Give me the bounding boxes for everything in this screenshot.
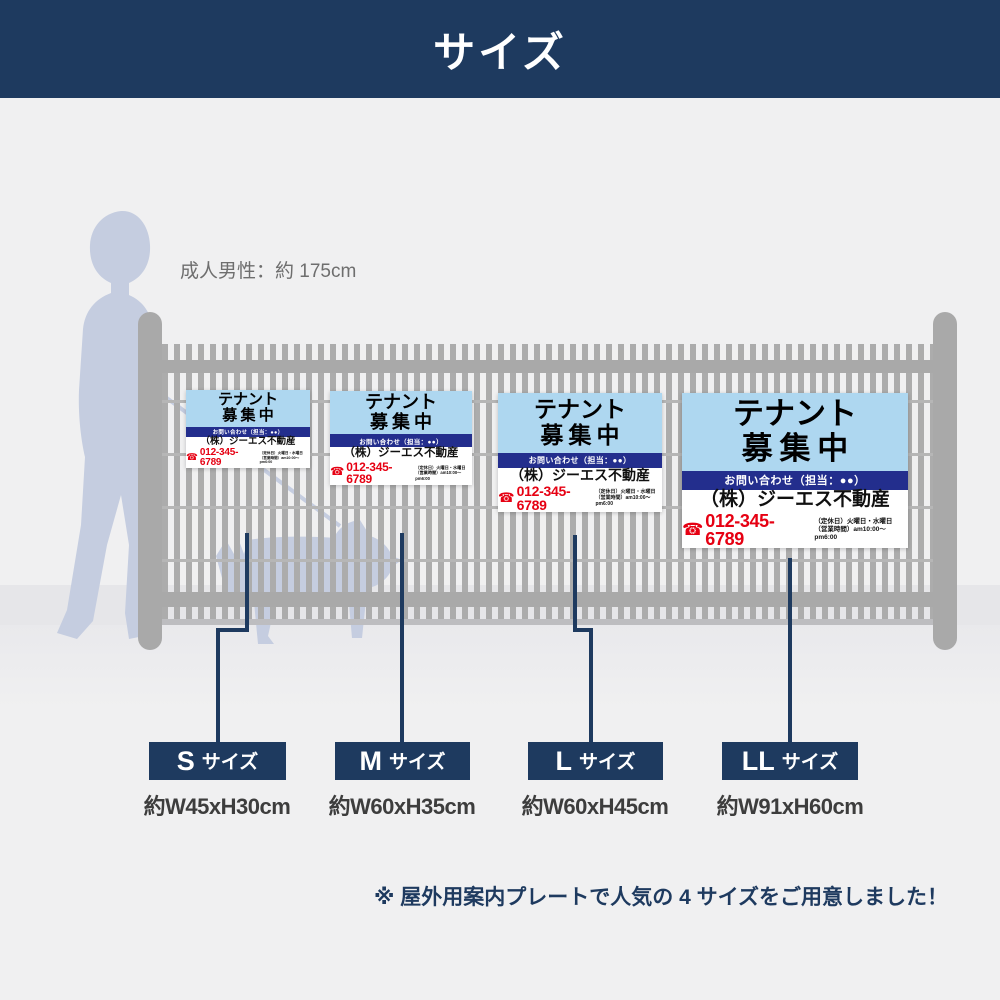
- sign-hours-note: （営業時間）am10:00～pm6:00: [415, 470, 462, 481]
- sign-phone-number: 012-345-6789: [199, 447, 239, 468]
- sign-company: （株）ジーエス不動産: [510, 466, 650, 483]
- size-letter: S: [176, 745, 195, 776]
- ground-shadow: [0, 625, 1000, 710]
- sign-hours-note: （営業時間）am10:00～pm6:00: [814, 525, 886, 542]
- phone-icon: ☎: [186, 452, 198, 464]
- sign-hours-note: （営業時間）am10:00～pm6:00: [595, 494, 651, 508]
- size-letter: LL: [741, 745, 775, 776]
- sign-info-area: （株）ジーエス不動産 ☎ 012-345-6789 （定休日）火曜日・水曜日 （…: [330, 447, 472, 485]
- sign-phone-notes: （定休日）火曜日・水曜日 （営業時間）am10:00～pm6:00: [415, 465, 472, 481]
- header-bar: サイズ: [0, 0, 1000, 98]
- dimension-ll: 約W91xH60cm: [716, 794, 864, 819]
- dimension-l: 約W60xH45cm: [521, 794, 669, 819]
- sign-company: （株）ジーエス不動産: [343, 447, 459, 460]
- sign-plate-l: テナント 募集中 お問い合わせ（担当：●●） （株）ジーエス不動産 ☎ 012-…: [498, 393, 662, 512]
- sign-title: 募集中: [540, 422, 625, 449]
- sign-info-area: （株）ジーエス不動産 ☎ 012-345-6789 （定休日）火曜日・水曜日 （…: [682, 489, 908, 548]
- sign-phone-row: ☎ 012-345-6789 （定休日）火曜日・水曜日 （営業時間）am10:0…: [186, 448, 310, 468]
- sign-plate-s: テナント 募集中 お問い合わせ（担当：●●） （株）ジーエス不動産 ☎ 012-…: [186, 390, 310, 468]
- sign-contact-strip: お問い合わせ（担当：●●）: [498, 453, 662, 468]
- sign-hours-note: （営業時間）am10:00～pm6:00: [259, 455, 300, 465]
- size-label-s: S サイズ: [149, 742, 286, 780]
- fence-wire: [150, 559, 945, 562]
- sign-info-area: （株）ジーエス不動産 ☎ 012-345-6789 （定休日）火曜日・水曜日 （…: [498, 466, 662, 512]
- size-unit: サイズ: [579, 751, 636, 773]
- fence-post-right: [933, 312, 957, 650]
- size-label-l: L サイズ: [528, 742, 663, 780]
- sign-plate-ll: テナント 募集中 お問い合わせ（担当：●●） （株）ジーエス不動産 ☎ 012-…: [682, 393, 908, 548]
- fence-top-rail: [150, 360, 945, 373]
- size-unit: サイズ: [781, 751, 839, 773]
- sign-info-area: （株）ジーエス不動産 ☎ 012-345-6789 （定休日）火曜日・水曜日 （…: [186, 435, 310, 468]
- size-unit: サイズ: [389, 751, 446, 773]
- sign-phone-number: 012-345-6789: [705, 511, 775, 548]
- size-label-m: M サイズ: [335, 742, 470, 780]
- sign-phone-notes: （定休日）火曜日・水曜日 （営業時間）am10:00～pm6:00: [595, 489, 662, 508]
- size-label-ll: LL サイズ: [722, 742, 858, 780]
- page-title: サイズ: [433, 28, 567, 76]
- phone-icon: ☎: [330, 466, 345, 479]
- phone-icon: ☎: [498, 490, 515, 506]
- sign-phone-row: ☎ 012-345-6789 （定休日）火曜日・水曜日 （営業時間）am10:0…: [330, 461, 472, 485]
- sign-title-area: テナント 募集中: [186, 390, 310, 427]
- sign-phone-number: 012-345-6789: [346, 460, 393, 485]
- leader-line-s: [216, 533, 249, 742]
- fence-post-left: [138, 312, 162, 650]
- sign-closed-note: （定休日）火曜日・水曜日: [595, 488, 656, 495]
- sign-title-area: テナント 募集中: [330, 391, 472, 434]
- dimension-m: 約W60xH35cm: [328, 794, 476, 819]
- dimension-s: 約W45xH30cm: [143, 794, 291, 819]
- sign-title: テナント: [365, 392, 437, 413]
- sign-title-area: テナント 募集中: [682, 393, 908, 471]
- sign-closed-note: （定休日）火曜日・水曜日: [814, 517, 893, 525]
- fence-ground-line: [150, 619, 945, 625]
- sign-title: テナント: [733, 396, 857, 432]
- sign-company: （株）ジーエス不動産: [699, 489, 890, 511]
- sign-phone-row: ☎ 012-345-6789 （定休日）火曜日・水曜日 （営業時間）am10:0…: [682, 512, 908, 548]
- footnote: ※ 屋外用案内プレートで人気の 4 サイズをご用意しました！: [374, 886, 948, 909]
- leader-line-l: [573, 535, 593, 742]
- size-letter: L: [555, 745, 573, 776]
- size-unit: サイズ: [201, 751, 259, 773]
- sign-plate-m: テナント 募集中 お問い合わせ（担当：●●） （株）ジーエス不動産 ☎ 012-…: [330, 391, 472, 485]
- fence-bottom-rail: [150, 592, 945, 607]
- sign-title: テナント: [534, 396, 626, 423]
- adult-height-label: 成人男性：約 175cm: [180, 261, 357, 282]
- sign-phone-notes: （定休日）火曜日・水曜日 （営業時間）am10:00～pm6:00: [260, 451, 310, 464]
- sign-title: 募集中: [370, 412, 436, 433]
- sign-company: （株）ジーエス不動産: [200, 435, 296, 447]
- sign-contact-strip: お問い合わせ（担当：●●）: [186, 426, 310, 437]
- sign-closed-note: （定休日）火曜日・水曜日: [259, 451, 303, 456]
- sign-phone-notes: （定休日）火曜日・水曜日 （営業時間）am10:00～pm6:00: [814, 518, 908, 542]
- sign-contact-strip: お問い合わせ（担当：●●）: [682, 470, 908, 491]
- sign-phone-row: ☎ 012-345-6789 （定休日）火曜日・水曜日 （営業時間）am10:0…: [498, 484, 662, 512]
- sign-title-area: テナント 募集中: [498, 393, 662, 454]
- sign-phone-number: 012-345-6789: [516, 483, 571, 512]
- sign-title: 募集中: [741, 430, 856, 466]
- sign-title: テナント: [217, 390, 278, 408]
- sign-contact-strip: お問い合わせ（担当：●●）: [330, 433, 472, 448]
- phone-icon: ☎: [682, 520, 704, 540]
- size-letter: M: [359, 745, 383, 776]
- sign-closed-note: （定休日）火曜日・水曜日: [415, 465, 466, 471]
- sign-title: 募集中: [222, 407, 278, 425]
